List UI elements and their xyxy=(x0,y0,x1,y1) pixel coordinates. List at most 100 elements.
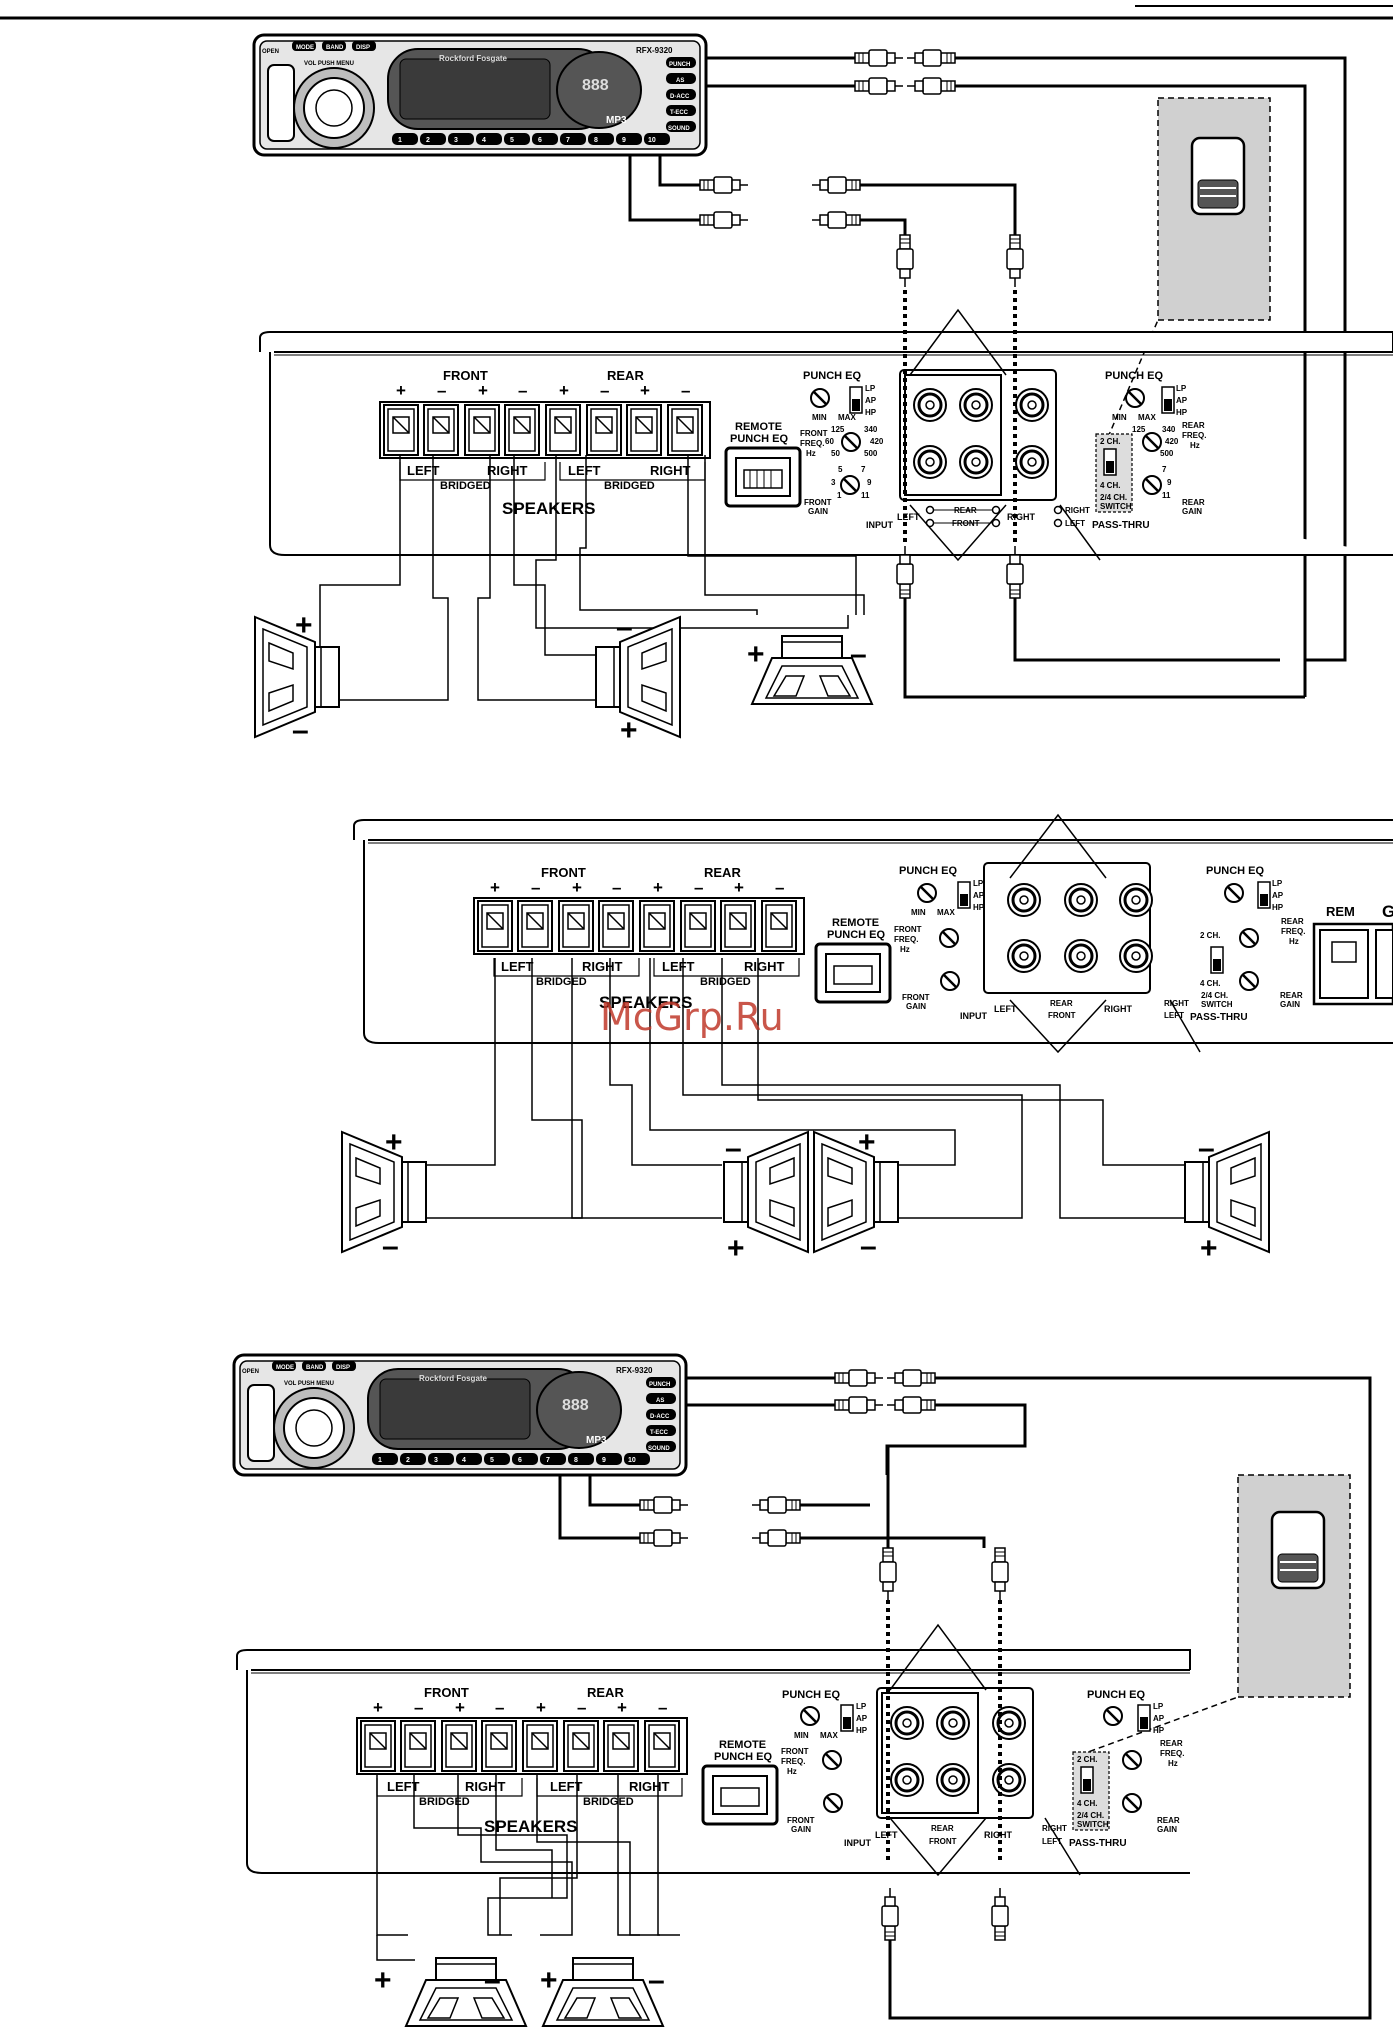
preset-10[interactable]: 10 xyxy=(648,137,656,144)
svg-text:INPUT: INPUT xyxy=(960,1011,988,1021)
svg-text:BRIDGED: BRIDGED xyxy=(700,976,751,988)
svg-text:500: 500 xyxy=(864,449,878,458)
preset-8[interactable]: 8 xyxy=(594,137,598,144)
svg-text:Hz: Hz xyxy=(900,945,910,954)
head-unit-right-buttons: PUNCH AS D-ACC T-ECC SOUND xyxy=(666,57,696,132)
svg-text:2/4 CH.: 2/4 CH. xyxy=(1201,991,1228,1000)
head-unit: 888 MP3 Rockford Fosgate RFX-9320 VOL PU… xyxy=(232,1353,688,1477)
tecc-button[interactable]: T-ECC xyxy=(650,1430,669,1436)
preset-2[interactable]: 2 xyxy=(426,137,430,144)
preset-3[interactable]: 3 xyxy=(454,137,458,144)
as-button[interactable]: AS xyxy=(676,78,684,84)
svg-text:–: – xyxy=(648,1964,665,1997)
svg-text:340: 340 xyxy=(1162,425,1176,434)
speakers-label: SPEAKERS xyxy=(502,499,596,518)
svg-text:Hz: Hz xyxy=(1168,1759,1178,1768)
svg-text:PUNCH EQ: PUNCH EQ xyxy=(803,370,862,382)
svg-text:LEFT: LEFT xyxy=(1164,1011,1184,1020)
svg-text:+: + xyxy=(536,1698,546,1717)
svg-text:OPEN: OPEN xyxy=(242,1369,259,1375)
sound-button[interactable]: SOUND xyxy=(648,1446,670,1452)
svg-text:–: – xyxy=(681,381,690,400)
preset-5[interactable]: 5 xyxy=(510,137,514,144)
preset-10[interactable]: 10 xyxy=(628,1457,636,1464)
svg-text:+: + xyxy=(617,1698,627,1717)
svg-text:INPUT: INPUT xyxy=(844,1838,872,1848)
preset-6[interactable]: 6 xyxy=(518,1457,522,1464)
svg-text:60: 60 xyxy=(825,437,834,446)
preset-3[interactable]: 3 xyxy=(434,1457,438,1464)
sound-button[interactable]: SOUND xyxy=(668,126,690,132)
svg-text:+: + xyxy=(478,381,488,400)
preset-7[interactable]: 7 xyxy=(566,137,570,144)
disp-button[interactable]: DISP xyxy=(356,45,370,51)
preset-7[interactable]: 7 xyxy=(546,1457,550,1464)
mode-button[interactable]: MODE xyxy=(276,1365,294,1371)
speaker-wires xyxy=(376,1775,680,1961)
punch-button[interactable]: PUNCH xyxy=(669,62,690,68)
svg-text:MAX: MAX xyxy=(838,413,856,422)
preset-4[interactable]: 4 xyxy=(482,137,486,144)
svg-text:REAR: REAR xyxy=(587,1685,624,1700)
speaker-wires xyxy=(319,455,865,701)
svg-text:3: 3 xyxy=(831,478,836,487)
top-rule xyxy=(0,5,1393,20)
speaker-rear-left-icon xyxy=(813,1131,899,1253)
svg-text:SPEAKERS: SPEAKERS xyxy=(484,1817,578,1836)
svg-text:–: – xyxy=(531,878,540,897)
svg-text:+: + xyxy=(727,1232,745,1265)
svg-text:RIGHT: RIGHT xyxy=(1164,999,1189,1008)
preset-4[interactable]: 4 xyxy=(462,1457,466,1464)
band-button[interactable]: BAND xyxy=(326,45,344,51)
svg-text:FRONT: FRONT xyxy=(1048,1011,1076,1020)
band-button[interactable]: BAND xyxy=(306,1365,324,1371)
disp-button[interactable]: DISP xyxy=(336,1365,350,1371)
preset-6[interactable]: 6 xyxy=(538,137,542,144)
dacc-button[interactable]: D-ACC xyxy=(650,1414,670,1420)
svg-text:PUNCH EQ: PUNCH EQ xyxy=(1087,1689,1146,1701)
svg-text:RIGHT: RIGHT xyxy=(1104,1004,1133,1014)
svg-text:INPUT: INPUT xyxy=(866,520,894,530)
svg-text:RIGHT: RIGHT xyxy=(1007,512,1036,522)
diagram-3: 888 MP3 Rockford Fosgate RFX-9320 VOL PU… xyxy=(232,1353,1372,2027)
dacc-button[interactable]: D-ACC xyxy=(670,94,690,100)
svg-text:+: + xyxy=(640,381,650,400)
preset-8[interactable]: 8 xyxy=(574,1457,578,1464)
svg-text:2 CH.: 2 CH. xyxy=(1077,1755,1097,1764)
preset-1[interactable]: 1 xyxy=(398,137,402,144)
svg-text:+: + xyxy=(734,878,744,897)
punch-button[interactable]: PUNCH xyxy=(649,1382,670,1388)
preset-9[interactable]: 9 xyxy=(602,1457,606,1464)
as-button[interactable]: AS xyxy=(656,1398,664,1404)
svg-text:7: 7 xyxy=(861,465,866,474)
svg-text:–: – xyxy=(850,638,867,671)
preset-2[interactable]: 2 xyxy=(406,1457,410,1464)
svg-text:LEFT: LEFT xyxy=(387,1779,420,1794)
svg-text:+: + xyxy=(374,1964,392,1997)
svg-text:+: + xyxy=(858,1126,876,1159)
svg-text:FRONT: FRONT xyxy=(781,1747,809,1756)
svg-text:+: + xyxy=(373,1698,383,1717)
preset-9[interactable]: 9 xyxy=(622,137,626,144)
svg-text:FRONT: FRONT xyxy=(894,925,922,934)
svg-text:MAX: MAX xyxy=(1138,413,1156,422)
svg-text:Hz: Hz xyxy=(806,449,816,458)
svg-text:PUNCH EQ: PUNCH EQ xyxy=(782,1689,841,1701)
svg-text:50: 50 xyxy=(831,449,840,458)
tecc-button[interactable]: T-ECC xyxy=(670,110,689,116)
preset-5[interactable]: 5 xyxy=(490,1457,494,1464)
svg-text:REAR: REAR xyxy=(1182,498,1205,507)
svg-text:125: 125 xyxy=(1132,425,1146,434)
speaker-rear-left-icon xyxy=(595,616,681,738)
svg-text:2 CH.: 2 CH. xyxy=(1100,437,1120,446)
svg-text:HP: HP xyxy=(1153,1726,1165,1735)
svg-text:BRIDGED: BRIDGED xyxy=(604,480,655,492)
svg-text:–: – xyxy=(577,1698,586,1717)
amplifier: FRONT REAR + – + – + – + – xyxy=(259,331,1393,556)
preset-1[interactable]: 1 xyxy=(378,1457,382,1464)
svg-text:AP: AP xyxy=(973,891,985,900)
svg-text:11: 11 xyxy=(861,491,870,500)
mode-button[interactable]: MODE xyxy=(296,45,314,51)
svg-text:2/4 CH.: 2/4 CH. xyxy=(1077,1811,1104,1820)
svg-text:11: 11 xyxy=(1162,491,1171,500)
